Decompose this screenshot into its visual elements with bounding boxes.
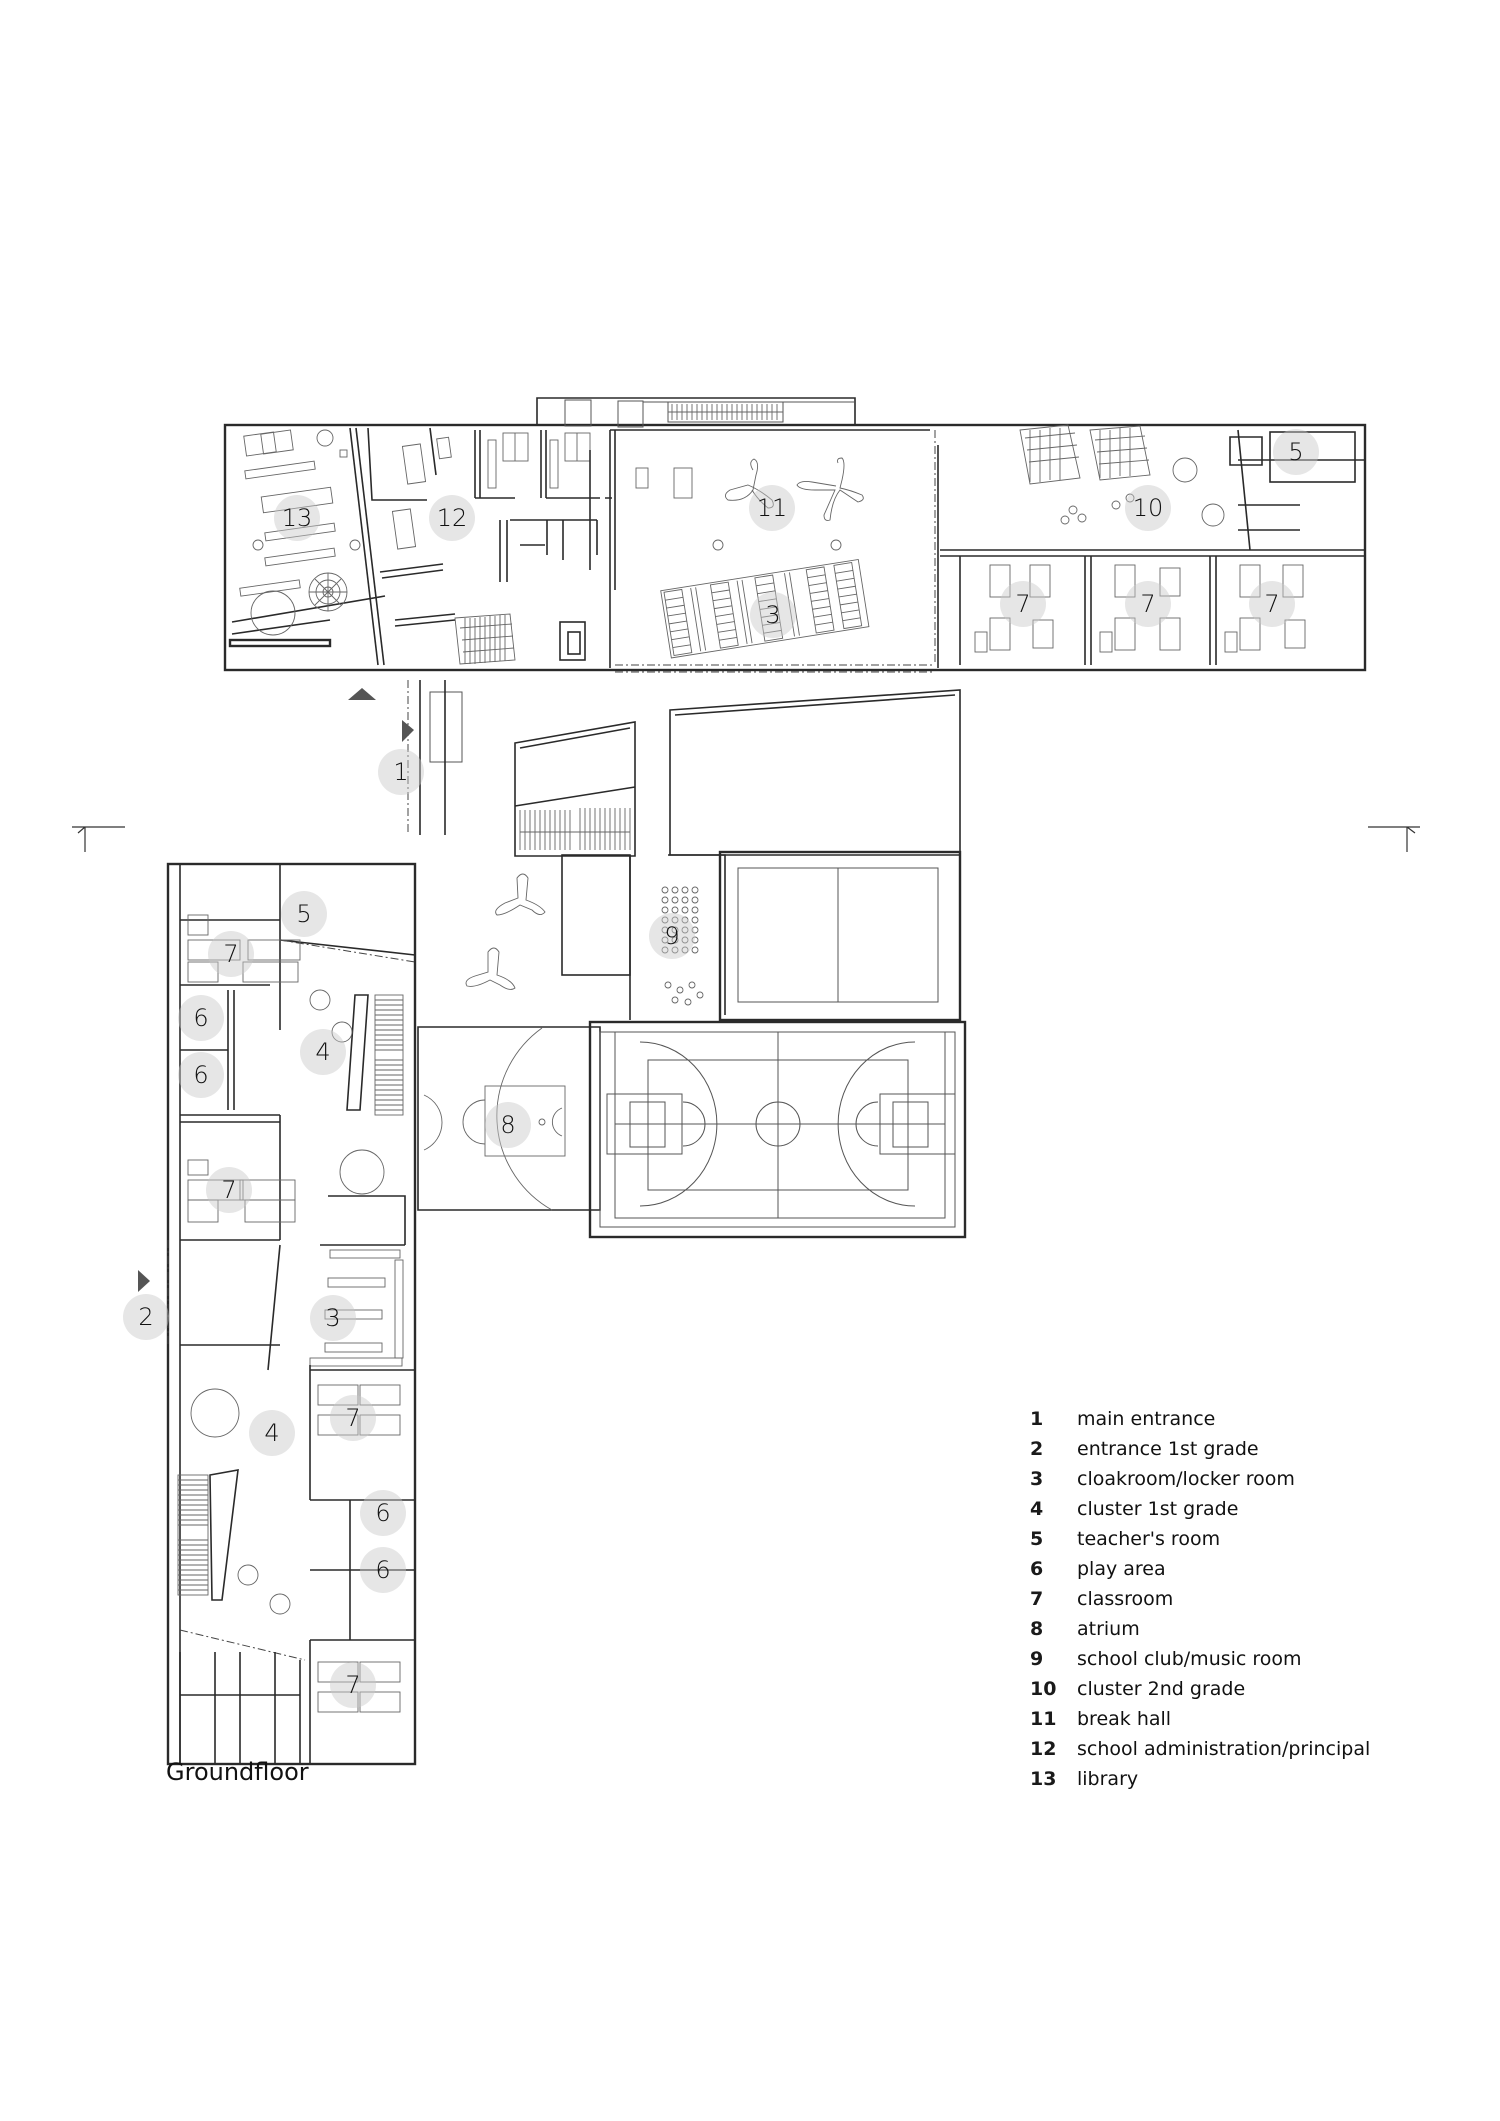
section-marker-right (1368, 826, 1420, 852)
legend-item: 7 classroom (1030, 1584, 1370, 1614)
legend-label: library (1077, 1768, 1139, 1790)
legend-label: break hall (1077, 1708, 1172, 1730)
entrance-marker-north (348, 688, 376, 700)
legend-number: 10 (1030, 1678, 1057, 1700)
entrance-1st-grade-arrow (138, 1270, 150, 1292)
main-entrance-arrow (402, 720, 414, 742)
room-label-administration: 12 (429, 495, 475, 541)
legend-label: school administration/principal (1077, 1738, 1371, 1760)
room-label-main-entrance: 1 (378, 749, 424, 795)
room-label-entrance-1st-grade: 2 (123, 1294, 169, 1340)
room-label-classroom-east-2: 7 (1125, 581, 1171, 627)
legend-number: 3 (1030, 1468, 1044, 1490)
room-label-play-area-1: 6 (178, 995, 224, 1041)
room-label-music-room: 9 (649, 913, 695, 959)
legend-item: 8 atrium (1030, 1614, 1370, 1644)
legend-item: 3 cloakroom/locker room (1030, 1464, 1370, 1494)
legend-number: 13 (1030, 1768, 1057, 1790)
room-label-cluster-1st-grade-north: 4 (300, 1029, 346, 1075)
section-marker-left (72, 826, 125, 852)
legend-item: 9 school club/music room (1030, 1644, 1370, 1674)
room-label-classroom-east-1: 7 (1000, 581, 1046, 627)
legend: 1 main entrance 2 entrance 1st grade 3 cloa… (1030, 1404, 1370, 1794)
room-label-classroom-west-3: 7 (330, 1395, 376, 1441)
room-label-classroom-west-1: 7 (208, 931, 254, 977)
legend-label: teacher's room (1077, 1528, 1221, 1550)
legend-label: main entrance (1077, 1408, 1216, 1430)
drawing-title: Groundfloor (166, 1758, 309, 1786)
room-label-classroom-east-3: 7 (1249, 581, 1295, 627)
room-label-teachers-room-east: 5 (1273, 429, 1319, 475)
room-label-cloakroom-north: 3 (750, 592, 796, 638)
legend-label: entrance 1st grade (1077, 1438, 1259, 1460)
legend-item: 10 cluster 2nd grade (1030, 1674, 1370, 1704)
room-label-cluster-2nd-grade: 10 (1125, 485, 1171, 531)
legend-number: 7 (1030, 1588, 1044, 1610)
room-label-teachers-room-west: 5 (281, 891, 327, 937)
room-label-classroom-west-2: 7 (206, 1167, 252, 1213)
room-label-break-hall: 11 (749, 485, 795, 531)
legend-number: 6 (1030, 1558, 1044, 1580)
room-label-cluster-1st-grade-south: 4 (249, 1410, 295, 1456)
legend-item: 12 school administration/principal (1030, 1734, 1370, 1764)
legend-item: 2 entrance 1st grade (1030, 1434, 1370, 1464)
room-label-play-area-2: 6 (178, 1052, 224, 1098)
legend-number: 5 (1030, 1528, 1044, 1550)
legend-label: play area (1077, 1558, 1166, 1580)
legend-number: 11 (1030, 1708, 1057, 1730)
west-wing (166, 862, 417, 1766)
legend-label: atrium (1077, 1618, 1140, 1640)
legend-item: 6 play area (1030, 1554, 1370, 1584)
legend-label: cluster 2nd grade (1077, 1678, 1246, 1700)
legend-number: 12 (1030, 1738, 1057, 1760)
legend-number: 1 (1030, 1408, 1044, 1430)
legend-number: 9 (1030, 1648, 1044, 1670)
legend-number: 8 (1030, 1618, 1044, 1640)
room-label-cloakroom-west: 3 (310, 1295, 356, 1341)
room-label-play-area-4: 6 (360, 1547, 406, 1593)
room-label-play-area-3: 6 (360, 1490, 406, 1536)
room-label-atrium: 8 (485, 1102, 531, 1148)
central-section (407, 680, 967, 1239)
room-label-library: 13 (274, 495, 320, 541)
legend-label: school club/music room (1077, 1648, 1302, 1670)
legend-item: 5 teacher's room (1030, 1524, 1370, 1554)
north-wing (223, 397, 1367, 673)
legend-item: 13 library (1030, 1764, 1370, 1794)
legend-label: classroom (1077, 1588, 1174, 1610)
room-label-classroom-west-4: 7 (330, 1662, 376, 1708)
legend-item: 1 main entrance (1030, 1404, 1370, 1434)
legend-item: 11 break hall (1030, 1704, 1370, 1734)
legend-label: cluster 1st grade (1077, 1498, 1239, 1520)
legend-number: 2 (1030, 1438, 1044, 1460)
legend-label: cloakroom/locker room (1077, 1468, 1295, 1490)
legend-item: 4 cluster 1st grade (1030, 1494, 1370, 1524)
legend-number: 4 (1030, 1498, 1044, 1520)
